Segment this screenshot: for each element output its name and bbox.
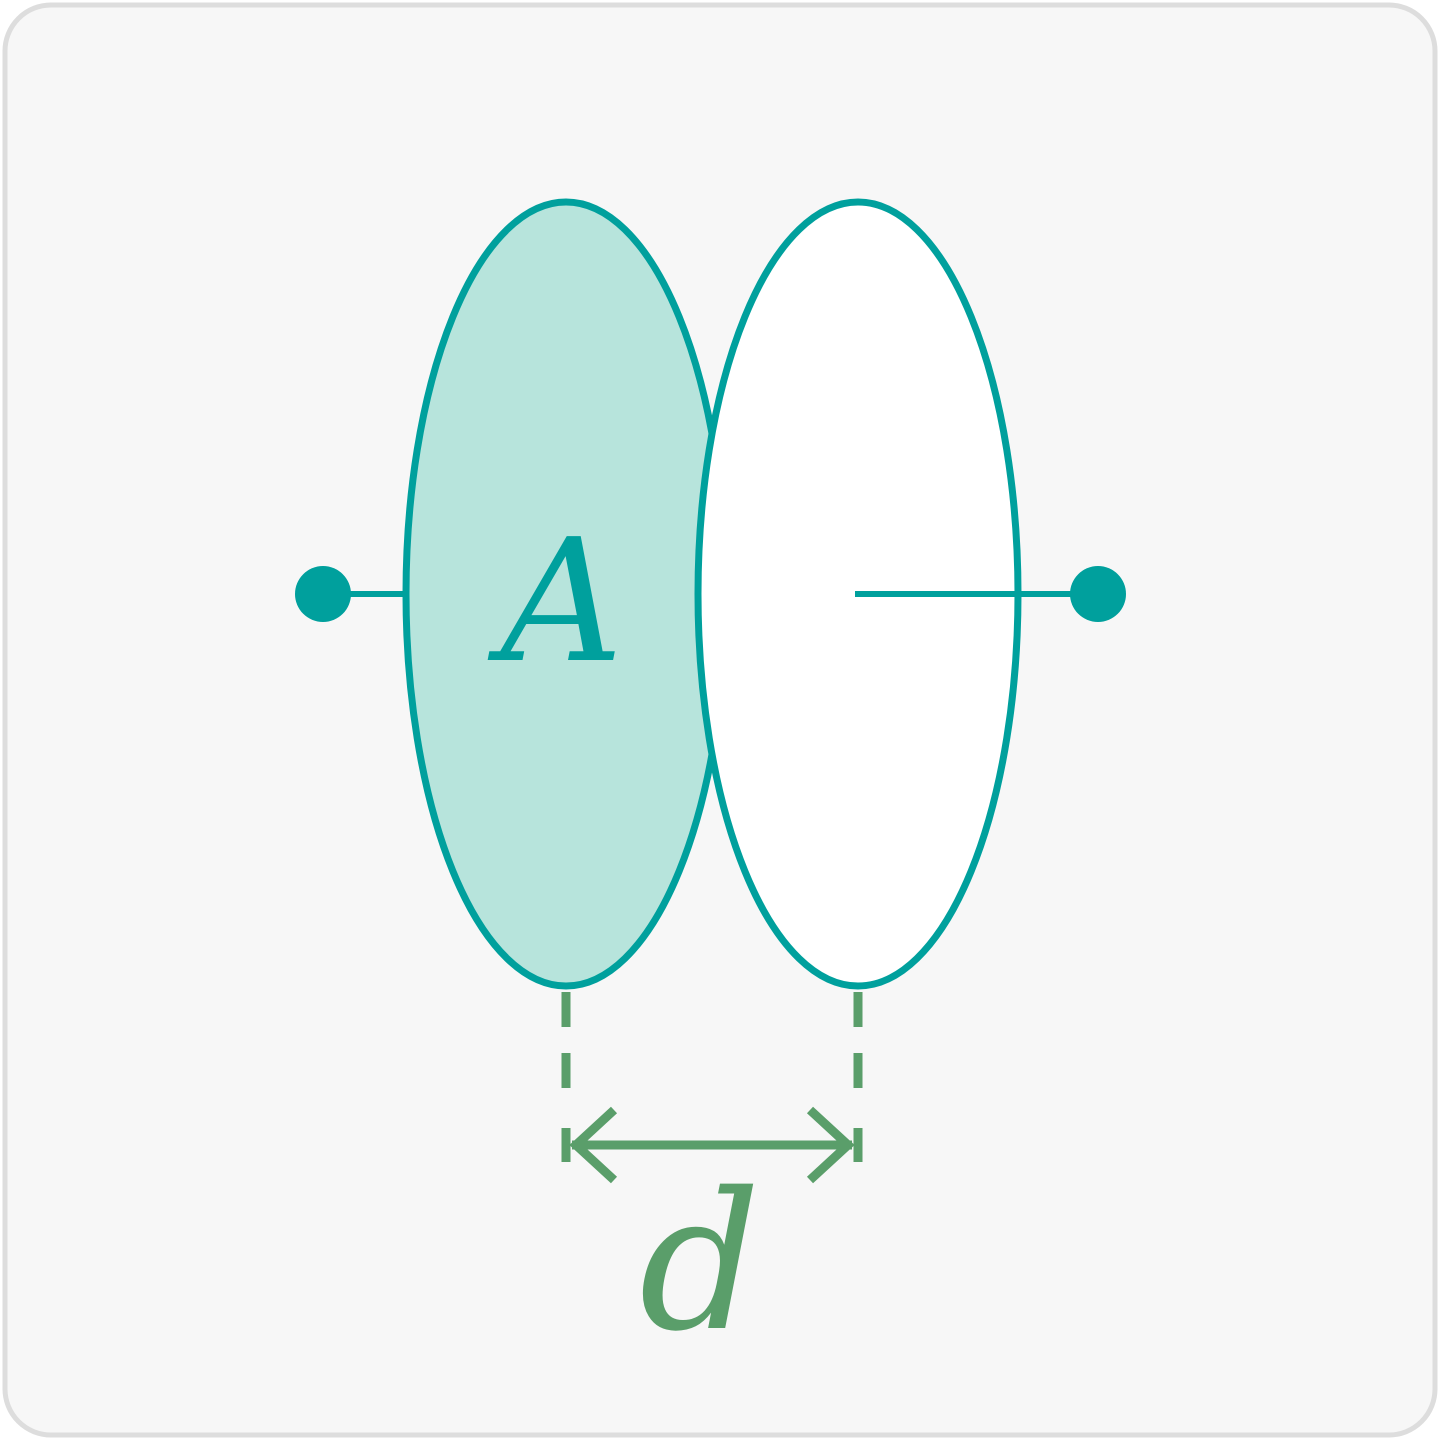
right-terminal-dot bbox=[1070, 566, 1126, 622]
left-terminal-dot bbox=[295, 566, 351, 622]
distance-label: d bbox=[639, 1152, 761, 1373]
distance-arrow bbox=[569, 1106, 855, 1184]
plate-area-label: A bbox=[488, 503, 624, 701]
